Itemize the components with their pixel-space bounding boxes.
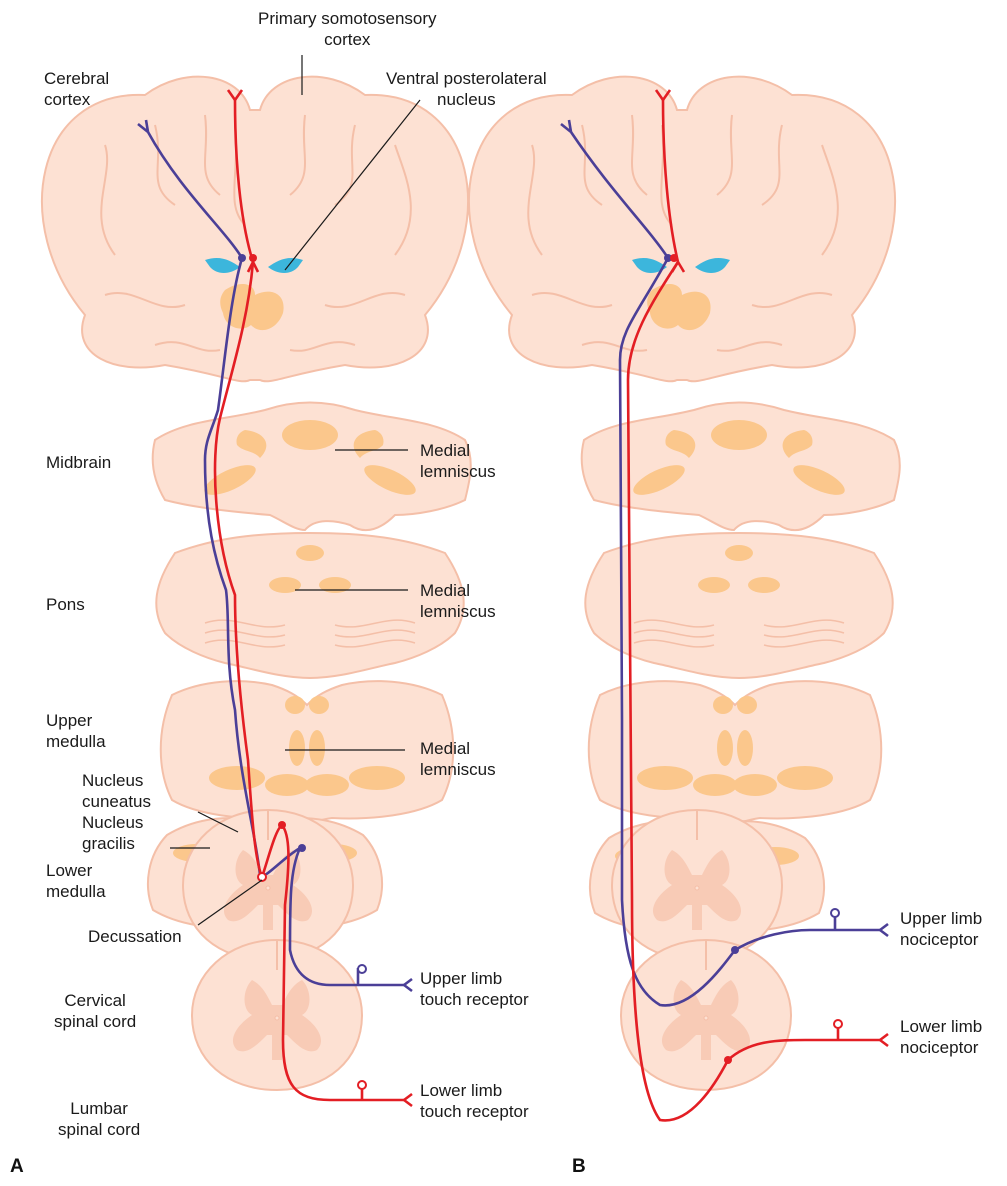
panel-b-anatomy	[469, 77, 900, 1090]
label-lower-medulla: Lower medulla	[46, 860, 106, 902]
label-pons: Pons	[46, 594, 85, 615]
gracilis-synapse	[278, 821, 286, 829]
panel-label-b: B	[572, 1156, 586, 1178]
label-nucleus-gracilis: Nucleus gracilis	[82, 812, 143, 854]
label-lower-limb-touch-receptor: Lower limb touch receptor	[420, 1080, 529, 1122]
upper-touch-receptor-marker	[358, 965, 366, 973]
label-upper-medulla: Upper medulla	[46, 710, 106, 752]
label-upper-limb-nociceptor: Upper limb nociceptor	[900, 908, 982, 950]
upper-nociceptor-marker	[831, 909, 839, 917]
decussation-marker	[258, 873, 266, 881]
label-nucleus-cuneatus: Nucleus cuneatus	[82, 770, 151, 812]
cuneatus-synapse	[298, 844, 306, 852]
label-cervical-spinal-cord: Cervical spinal cord	[54, 990, 136, 1032]
vpl-synapse-lower-b	[670, 254, 678, 262]
panel-label-a: A	[10, 1156, 24, 1178]
label-cerebral-cortex: Cerebral cortex	[44, 68, 109, 110]
dorsal-horn-synapse-lower	[724, 1056, 732, 1064]
label-medial-lemniscus-pons: Medial lemniscus	[420, 580, 496, 622]
vpl-synapse-lower	[249, 254, 257, 262]
lower-touch-receptor-marker	[358, 1081, 366, 1089]
label-lower-limb-nociceptor: Lower limb nociceptor	[900, 1016, 982, 1058]
label-ventral-posterolateral-nucleus: Ventral posterolateral nucleus	[386, 68, 547, 110]
label-midbrain: Midbrain	[46, 452, 111, 473]
label-medial-lemniscus-midbrain: Medial lemniscus	[420, 440, 496, 482]
dorsal-horn-synapse-upper	[731, 946, 739, 954]
label-lumbar-spinal-cord: Lumbar spinal cord	[58, 1098, 140, 1140]
lower-nociceptor-marker	[834, 1020, 842, 1028]
label-medial-lemniscus-medulla: Medial lemniscus	[420, 738, 496, 780]
label-upper-limb-touch-receptor: Upper limb touch receptor	[420, 968, 529, 1010]
label-decussation: Decussation	[88, 926, 182, 947]
vpl-synapse-upper	[238, 254, 246, 262]
label-primary-somatosensory-cortex: Primary somotosensory cortex	[258, 8, 437, 50]
